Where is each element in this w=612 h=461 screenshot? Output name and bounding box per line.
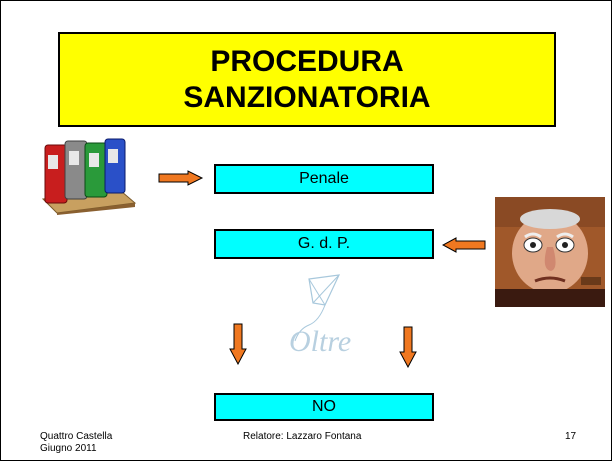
watermark-text: Oltre [289, 325, 351, 358]
penale-box: Penale [214, 164, 434, 194]
penale-label: Penale [299, 170, 349, 187]
arrow-down-icon [399, 326, 417, 368]
footer-speaker: Relatore: Lazzaro Fontana [243, 431, 362, 442]
title-line-1: PROCEDURA [210, 44, 404, 78]
gdp-box: G. d. P. [214, 229, 434, 259]
title-line-2: SANZIONATORIA [183, 80, 431, 114]
no-label: NO [312, 398, 336, 415]
kite-logo-icon: Oltre [289, 274, 351, 358]
arrow-right-icon [158, 170, 204, 186]
arrow-down-icon [229, 323, 247, 365]
title-box: PROCEDURA SANZIONATORIA [58, 32, 556, 127]
arrow-left-icon [442, 237, 486, 253]
judge-icon [495, 197, 605, 307]
footer-location: Quattro Castella [40, 431, 113, 442]
no-box: NO [214, 393, 434, 421]
gdp-label: G. d. P. [297, 235, 351, 252]
footer-date: Giugno 2011 [40, 443, 97, 454]
footer-left: Quattro Castella Giugno 2011 [40, 431, 112, 455]
books-icon [41, 138, 137, 215]
page-number: 17 [565, 431, 577, 442]
